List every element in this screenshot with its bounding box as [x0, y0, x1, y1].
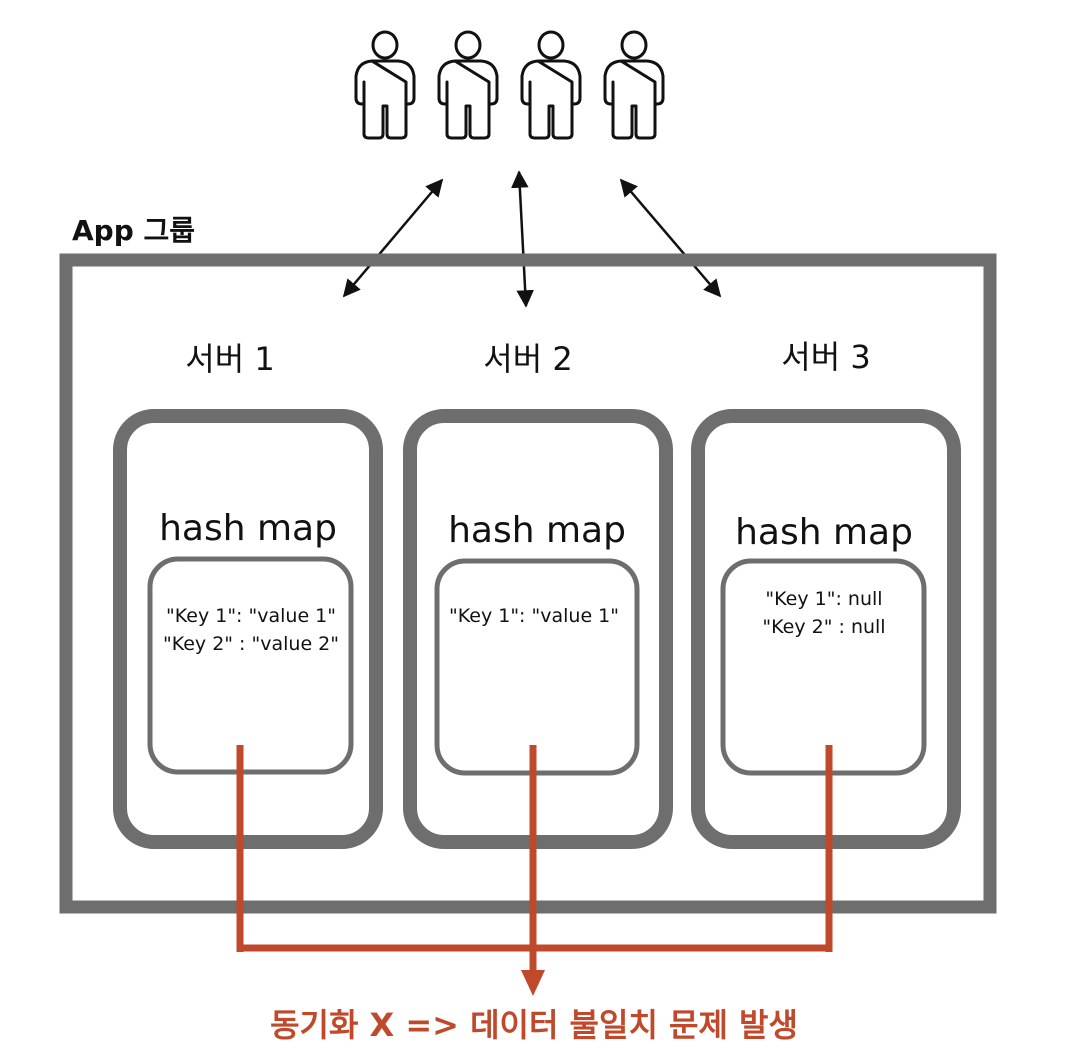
person-icon — [354, 30, 416, 140]
server-3-title: 서버 3 — [781, 338, 870, 376]
server-2-title: 서버 2 — [483, 340, 572, 378]
arrow-server-2 — [511, 170, 534, 308]
server-2-hashmap-box — [434, 558, 640, 776]
server-1-hashmap-box — [147, 556, 354, 775]
server-2-hashmap-title: hash map — [448, 510, 626, 551]
server-1-hashmap-title: hash map — [159, 508, 337, 549]
arrow-server-1 — [342, 178, 444, 298]
server-3-hashmap-box — [720, 558, 927, 776]
request-arrows — [342, 170, 722, 308]
sync-arrow-head — [521, 970, 545, 996]
person-icon — [437, 30, 499, 140]
users-group — [354, 30, 665, 140]
server-1-box — [113, 409, 383, 849]
conclusion-text: 동기화 X => 데이터 불일치 문제 발생 — [270, 1006, 798, 1044]
server-1-entry-2: "Key 2" : "value 2" — [163, 633, 339, 655]
server-3-hashmap-title: hash map — [735, 512, 913, 553]
server-1-title: 서버 1 — [185, 340, 274, 378]
server-2-entry-1: "Key 1": "value 1" — [449, 605, 619, 627]
person-icon — [603, 30, 665, 140]
server-3-entry-1: "Key 1": null — [765, 588, 882, 610]
arrow-server-3 — [619, 178, 722, 298]
server-1-entry-1: "Key 1": "value 1" — [166, 605, 336, 627]
app-group-box — [59, 253, 997, 914]
sync-lines — [236, 745, 833, 972]
server-3-entry-2: "Key 2" : null — [762, 616, 885, 638]
server-2-box — [403, 409, 673, 849]
group-label: App 그룹 — [72, 214, 195, 247]
person-icon — [520, 30, 582, 140]
